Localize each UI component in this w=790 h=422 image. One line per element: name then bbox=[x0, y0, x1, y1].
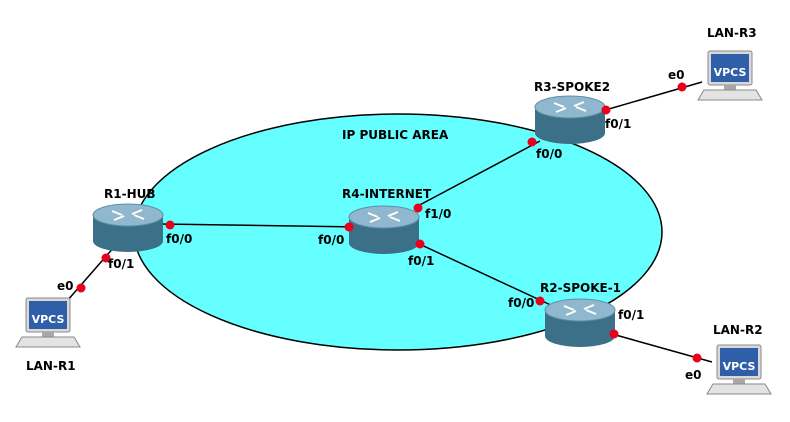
port-dot-r4-f10 bbox=[413, 203, 423, 213]
port-label-r2-f00: f0/0 bbox=[508, 296, 534, 310]
link-r4-r2[interactable] bbox=[414, 241, 556, 308]
router-r1-name: R1-HUB bbox=[104, 187, 156, 201]
port-dot-lanr1-e0 bbox=[76, 283, 86, 293]
host-lan-r3[interactable]: VPCS bbox=[697, 50, 763, 101]
link-r1-r4[interactable] bbox=[159, 223, 361, 228]
vpcs-badge: VPCS bbox=[714, 66, 747, 79]
port-dot-r1-f00 bbox=[165, 220, 175, 230]
port-label-r1-f01: f0/1 bbox=[108, 257, 134, 271]
port-label-r3-f01: f0/1 bbox=[605, 117, 631, 131]
host-lan-r2[interactable]: VPCS bbox=[706, 344, 772, 395]
port-label-r3-f00: f0/0 bbox=[536, 147, 562, 161]
area-label: IP PUBLIC AREA bbox=[342, 128, 449, 142]
port-label-lanr2-e0: e0 bbox=[685, 368, 702, 382]
port-label-lanr1-e0: e0 bbox=[57, 279, 74, 293]
host-lan-r3-name: LAN-R3 bbox=[707, 26, 757, 40]
router-r1-hub[interactable] bbox=[92, 203, 164, 253]
host-lan-r2-name: LAN-R2 bbox=[713, 323, 763, 337]
host-lan-r1-name: LAN-R1 bbox=[26, 359, 76, 373]
router-r3-name: R3-SPOKE2 bbox=[534, 80, 610, 94]
router-r2-spoke-1[interactable] bbox=[544, 298, 616, 348]
port-label-lanr3-e0: e0 bbox=[668, 68, 685, 82]
port-dot-r3-f00 bbox=[527, 137, 537, 147]
port-dot-r4-f01 bbox=[415, 239, 425, 249]
router-r3-spoke2[interactable] bbox=[534, 95, 606, 145]
port-label-r4-f10: f1/0 bbox=[425, 207, 451, 221]
router-r4-name: R4-INTERNET bbox=[342, 187, 432, 201]
link-r4-r3[interactable] bbox=[413, 140, 541, 209]
port-dot-r4-f00 bbox=[344, 222, 354, 232]
port-label-r4-f00: f0/0 bbox=[318, 233, 344, 247]
port-dot-r2-f01 bbox=[609, 329, 619, 339]
port-dots bbox=[76, 82, 702, 363]
port-dot-lanr3-e0 bbox=[677, 82, 687, 92]
host-lan-r1[interactable]: VPCS bbox=[15, 297, 81, 348]
vpcs-badge: VPCS bbox=[723, 360, 756, 373]
router-r2-name: R2-SPOKE-1 bbox=[540, 281, 621, 295]
port-dot-r2-f00 bbox=[535, 296, 545, 306]
port-label-r1-f00: f0/0 bbox=[166, 232, 192, 246]
vpcs-badge: VPCS bbox=[32, 313, 65, 326]
port-label-r2-f01: f0/1 bbox=[618, 308, 644, 322]
router-r4-internet[interactable] bbox=[348, 205, 420, 255]
port-dot-r1-f01 bbox=[101, 253, 111, 263]
port-label-r4-f01: f0/1 bbox=[408, 254, 434, 268]
port-dot-r3-f01 bbox=[601, 105, 611, 115]
port-dot-lanr2-e0 bbox=[692, 353, 702, 363]
